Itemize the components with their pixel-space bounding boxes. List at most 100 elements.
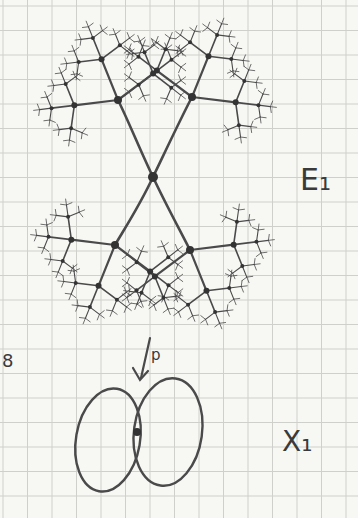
tree-branch — [248, 214, 250, 220]
tree-branch — [44, 248, 49, 252]
tree-branch — [164, 99, 166, 105]
tree-branch — [156, 36, 158, 42]
tree-branch — [149, 305, 154, 309]
tree-branch — [99, 286, 117, 300]
tree-vertex — [161, 296, 165, 300]
tree-branch — [138, 57, 156, 71]
tree-branch — [233, 208, 239, 210]
tree-branch — [227, 309, 233, 311]
tree-branch — [193, 315, 199, 317]
tree-vertex — [46, 235, 50, 239]
tree-branch — [242, 277, 247, 281]
tree-vertex — [169, 86, 173, 90]
tree-branch — [63, 240, 72, 261]
tree-vertex — [167, 283, 171, 287]
tree-branch — [164, 243, 169, 247]
tree-branch — [254, 263, 260, 265]
tree-branch — [61, 204, 67, 206]
tree-branch — [241, 281, 243, 287]
tree-vertex — [242, 79, 246, 83]
tree-branch — [251, 121, 253, 127]
grid-line — [150, 0, 151, 518]
tree-branch — [123, 251, 128, 255]
tree-branch — [177, 51, 179, 57]
tree-vertex — [235, 220, 239, 224]
tree-branch — [163, 309, 168, 313]
grid-line — [0, 202, 358, 203]
tree-branch — [102, 45, 120, 59]
tree-branch — [174, 308, 179, 312]
tree-branch — [181, 63, 186, 67]
tree-branch — [49, 254, 51, 260]
tree-branch — [131, 54, 133, 60]
tree-branch — [66, 84, 75, 105]
tree-branch — [70, 268, 72, 274]
tree-branch — [69, 294, 71, 300]
tree-branch — [215, 323, 220, 327]
tree-branch — [176, 35, 181, 39]
tree-vertex — [147, 268, 153, 274]
tree-branch — [203, 28, 208, 32]
tree-branch — [80, 39, 82, 45]
tree-branch — [81, 133, 83, 139]
tree-branch — [178, 289, 183, 293]
tree-branch — [129, 64, 131, 70]
tree-branch — [50, 214, 56, 216]
tree-vertex — [137, 83, 141, 87]
tree-branch — [82, 133, 88, 135]
tree-branch — [97, 314, 99, 320]
tree-branch — [192, 56, 208, 97]
tree-branch — [136, 301, 141, 305]
tree-branch — [157, 49, 166, 70]
tree-branch — [258, 90, 263, 94]
tree-branch — [79, 212, 83, 217]
grid-line — [101, 0, 102, 518]
tree-branch — [143, 45, 149, 47]
tree-branch — [122, 294, 127, 298]
tree-branch — [229, 36, 231, 42]
grid-line — [0, 324, 358, 325]
tree-vertex — [255, 240, 259, 244]
tree-branch — [176, 265, 178, 271]
tree-branch — [229, 36, 235, 38]
tree-vertex — [240, 264, 244, 268]
tree-vertex — [227, 286, 231, 290]
grid-line — [0, 153, 358, 154]
tree-branch — [244, 66, 249, 70]
tree-branch — [122, 255, 127, 259]
tree-arc — [118, 100, 153, 177]
tree-branch — [66, 203, 72, 205]
tree-branch — [179, 75, 181, 81]
tree-branch — [124, 60, 129, 64]
tree-branch — [236, 47, 242, 49]
tree-arc — [153, 97, 192, 177]
tree-vertex — [154, 68, 160, 74]
tree-branch — [124, 49, 129, 53]
tree-branch — [109, 34, 115, 36]
tree-vertex — [99, 56, 105, 62]
tree-branch — [68, 217, 71, 240]
tree-branch — [127, 249, 129, 255]
map-label: p — [151, 348, 161, 363]
tree-branch — [61, 69, 66, 73]
tree-branch — [124, 64, 129, 68]
tree-branch — [165, 34, 170, 38]
tree-vertex — [61, 259, 65, 263]
tree-vertex — [68, 237, 74, 243]
tree-branch — [170, 33, 172, 39]
tree-branch — [86, 21, 88, 27]
tree-branch — [268, 239, 274, 241]
tree-vertex — [49, 106, 53, 110]
tree-branch — [65, 58, 67, 64]
tree-branch — [55, 72, 61, 74]
tree-branch — [58, 130, 60, 136]
tree-branch — [99, 245, 115, 286]
tree-branch — [110, 311, 112, 317]
tree-vertex — [229, 57, 233, 61]
grid-line — [3, 0, 4, 518]
tree-branch — [229, 31, 231, 37]
tree-vertex — [96, 283, 102, 289]
tree-branch — [179, 292, 181, 298]
tree-branch — [167, 99, 172, 103]
tree-branch — [261, 253, 263, 259]
